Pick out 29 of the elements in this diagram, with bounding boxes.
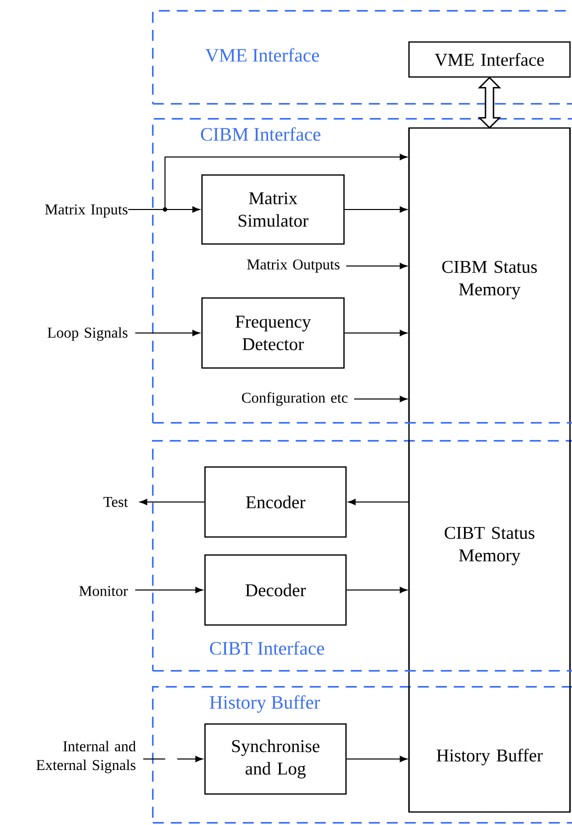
arrow xyxy=(354,396,408,402)
process-box: VME Interface xyxy=(408,41,571,78)
memory-section: History Buffer xyxy=(408,686,571,812)
signal-label: Matrix Inputs xyxy=(45,204,128,218)
signal-label: Loop Signals xyxy=(48,327,128,341)
arrow xyxy=(142,756,203,762)
arrow xyxy=(140,498,205,506)
memory-section: CIBT Status Memory xyxy=(408,440,571,670)
process-box: Synchronise and Log xyxy=(204,723,347,795)
process-box: Decoder xyxy=(204,554,347,626)
process-box: Encoder xyxy=(204,466,347,538)
signal-label: Internal and External Signals xyxy=(36,740,136,774)
signal-label: Matrix Outputs xyxy=(247,259,340,273)
arrow xyxy=(344,206,408,213)
arrow xyxy=(346,262,408,270)
arrow xyxy=(134,586,203,594)
arrow xyxy=(346,756,408,762)
arrow xyxy=(348,498,410,506)
signal-label: Monitor xyxy=(79,586,128,596)
arrow xyxy=(134,330,200,336)
process-box: Matrix Simulator xyxy=(201,174,345,245)
arrow xyxy=(478,76,502,129)
arrow xyxy=(128,154,408,210)
arrow xyxy=(346,586,408,594)
signal-label: Configuration etc xyxy=(242,392,348,406)
memory-section: CIBM Status Memory xyxy=(408,128,571,422)
process-box: Frequency Detector xyxy=(201,297,345,369)
arrow xyxy=(344,330,408,336)
signal-label: Test xyxy=(103,497,128,507)
